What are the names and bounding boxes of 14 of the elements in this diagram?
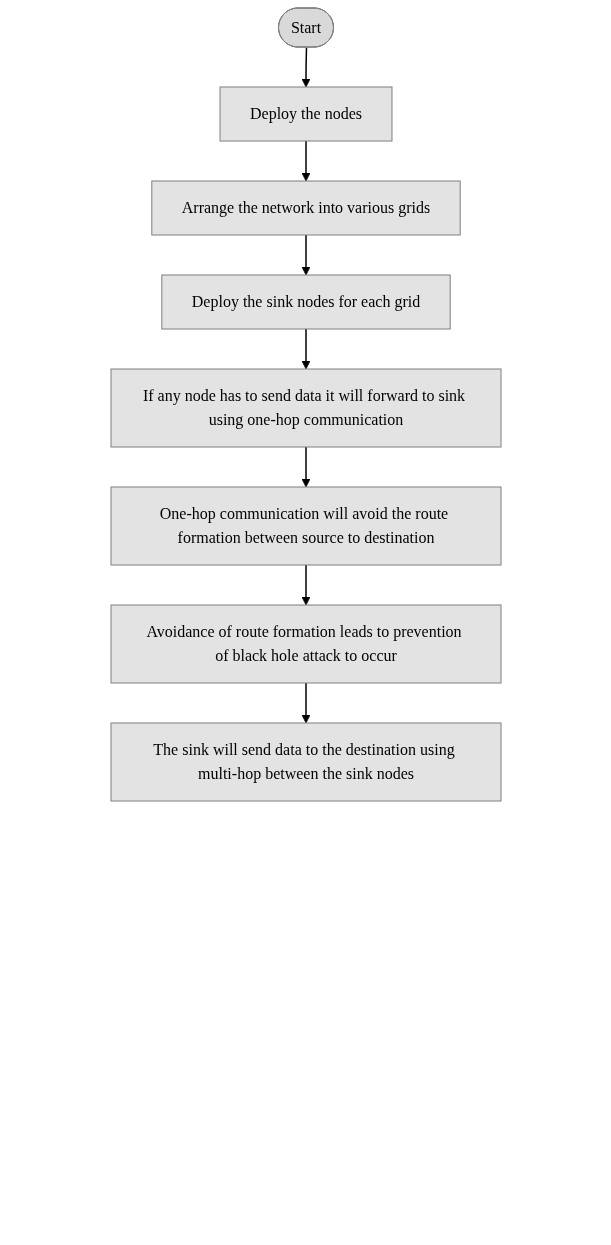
arrow: [301, 682, 310, 724]
node-box: The sink will send data to the destination using multi-hop between the sink nodes: [110, 722, 501, 802]
arrow: [301, 46, 310, 88]
arrow: [301, 234, 310, 276]
arrow: [301, 446, 310, 488]
arrow: [301, 140, 310, 182]
node-box: If any node has to send data it will forward to sink using one-hop communication: [110, 368, 501, 448]
node-box: Avoidance of route formation leads to prevention of black hole attack to occur: [110, 604, 501, 684]
arrow: [301, 564, 310, 606]
node-box: Deploy the nodes: [219, 86, 392, 142]
node-box: Arrange the network into various grids: [150, 180, 461, 236]
node-box: One-hop communication will avoid the route formation between source to destination: [110, 486, 501, 566]
node-box: Deploy the sink nodes for each grid: [160, 274, 451, 330]
arrow: [301, 328, 310, 370]
